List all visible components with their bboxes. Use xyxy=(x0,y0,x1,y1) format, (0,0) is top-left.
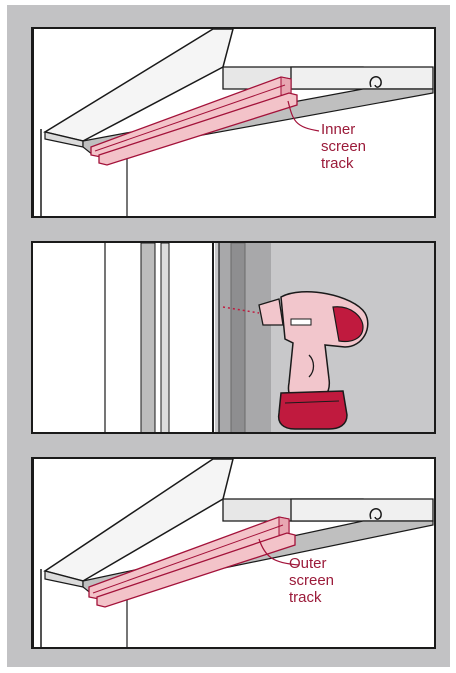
outer-track-label: Outer screen track xyxy=(289,555,334,606)
outer-track-label-line: screen xyxy=(289,572,334,589)
illustration-frame: Inner screen track xyxy=(7,5,450,667)
outer-track-label-line: Outer xyxy=(289,555,334,572)
inner-track-label: Inner screen track xyxy=(321,121,366,172)
inner-track-panel: Inner screen track xyxy=(31,27,436,218)
drilling-panel xyxy=(31,241,436,434)
inner-track-label-line: screen xyxy=(321,138,366,155)
drilling-drawing xyxy=(33,243,436,434)
inner-track-drawing xyxy=(33,29,436,218)
inner-track-label-line: track xyxy=(321,155,366,172)
inner-track-label-line: Inner xyxy=(321,121,366,138)
drill-icon xyxy=(259,292,368,429)
outer-track-label-line: track xyxy=(289,589,334,606)
outer-track-drawing xyxy=(33,459,436,649)
outer-track-panel: Outer screen track xyxy=(31,457,436,649)
